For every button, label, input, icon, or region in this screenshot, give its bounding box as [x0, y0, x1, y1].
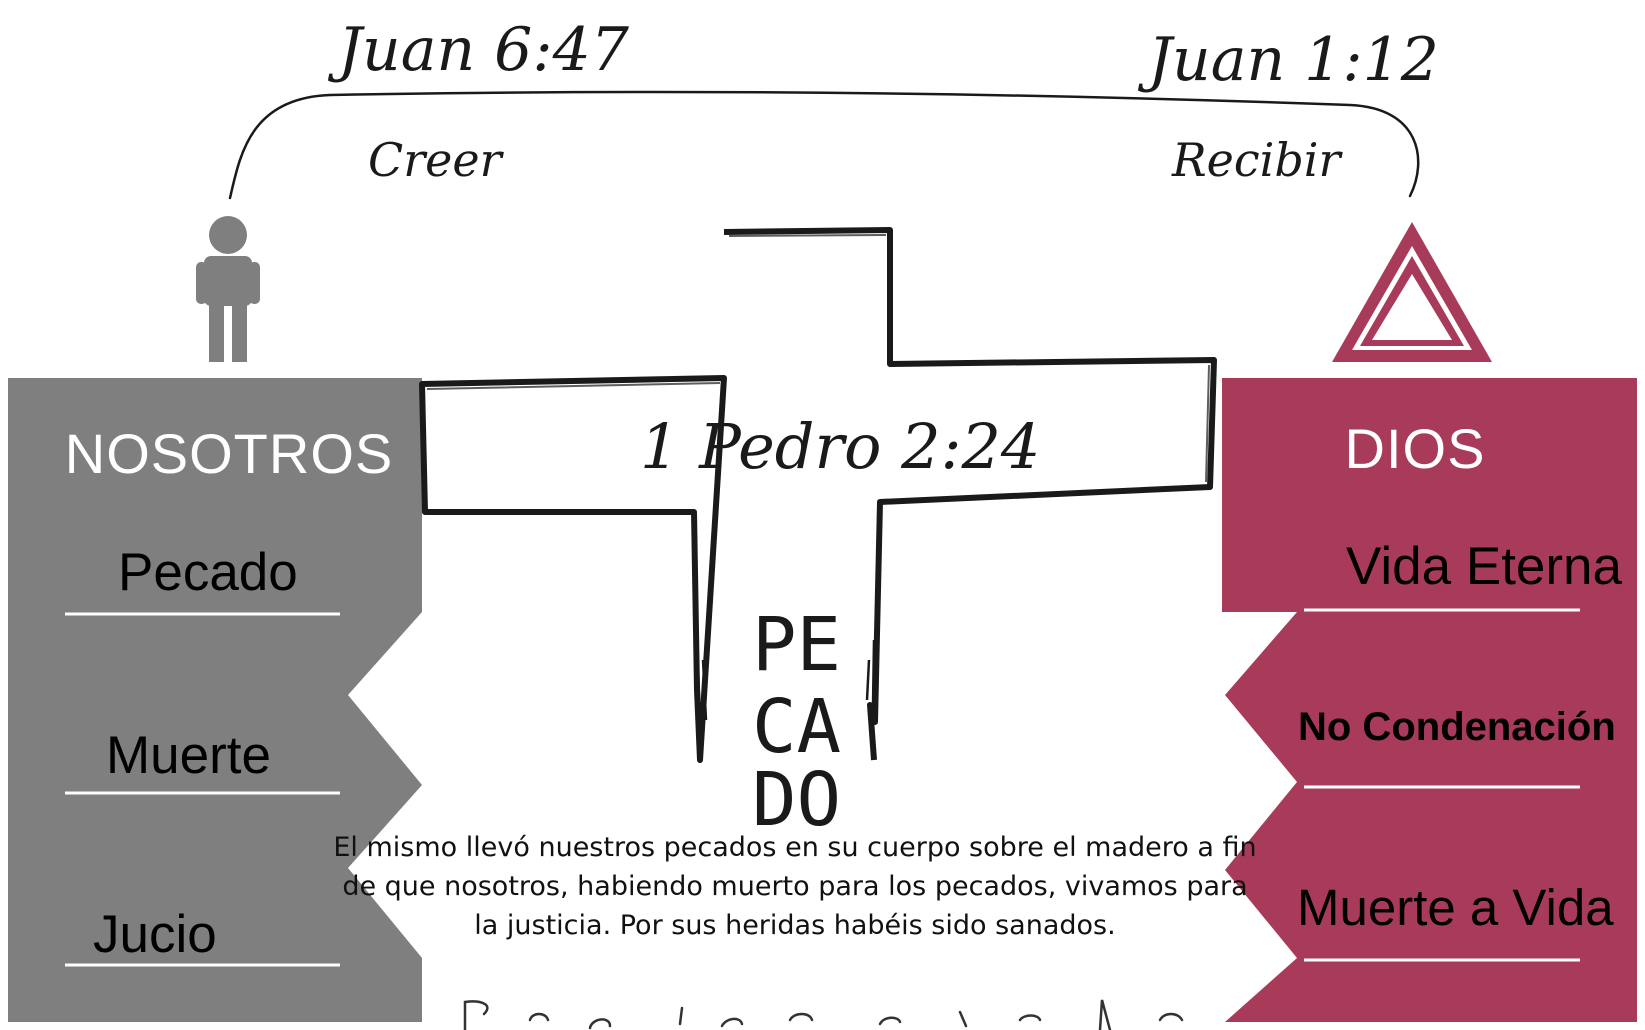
- cross-word-3: DO: [752, 757, 841, 843]
- verse-text: El mismo llevó nuestros pecados en su cu…: [333, 832, 1257, 941]
- reference-right: Juan 1:12: [1137, 25, 1439, 95]
- cross-word-2: CA: [752, 684, 841, 770]
- reference-cross: 1 Pedro 2:24: [640, 410, 1040, 483]
- cross-word-1: PE: [752, 602, 841, 688]
- reference-left: Juan 6:47: [327, 15, 630, 85]
- person-icon: [196, 216, 260, 362]
- us-item-2: Muerte: [106, 726, 271, 785]
- us-item-1: Pecado: [118, 543, 298, 602]
- triangle-icon: [1332, 222, 1492, 362]
- cross-drips: [695, 639, 876, 749]
- us-title: NOSOTROS: [65, 422, 393, 485]
- bridge-arc: [228, 90, 1420, 200]
- god-item-2: No Condenación: [1298, 705, 1616, 749]
- god-item-1: Vida Eterna: [1346, 537, 1623, 596]
- us-panel: [8, 378, 422, 1022]
- us-item-3: Jucio: [93, 905, 217, 964]
- god-title: DIOS: [1345, 417, 1486, 480]
- cross-shape: [419, 227, 1217, 763]
- god-panel: [1222, 378, 1637, 1022]
- god-item-3: Muerte a Vida: [1297, 879, 1614, 936]
- cross-rough-edge: [426, 234, 1210, 483]
- action-creer: Creer: [368, 133, 505, 187]
- action-recibir: Recibir: [1171, 133, 1343, 187]
- bottom-cutoff-handwriting: [463, 999, 1184, 1030]
